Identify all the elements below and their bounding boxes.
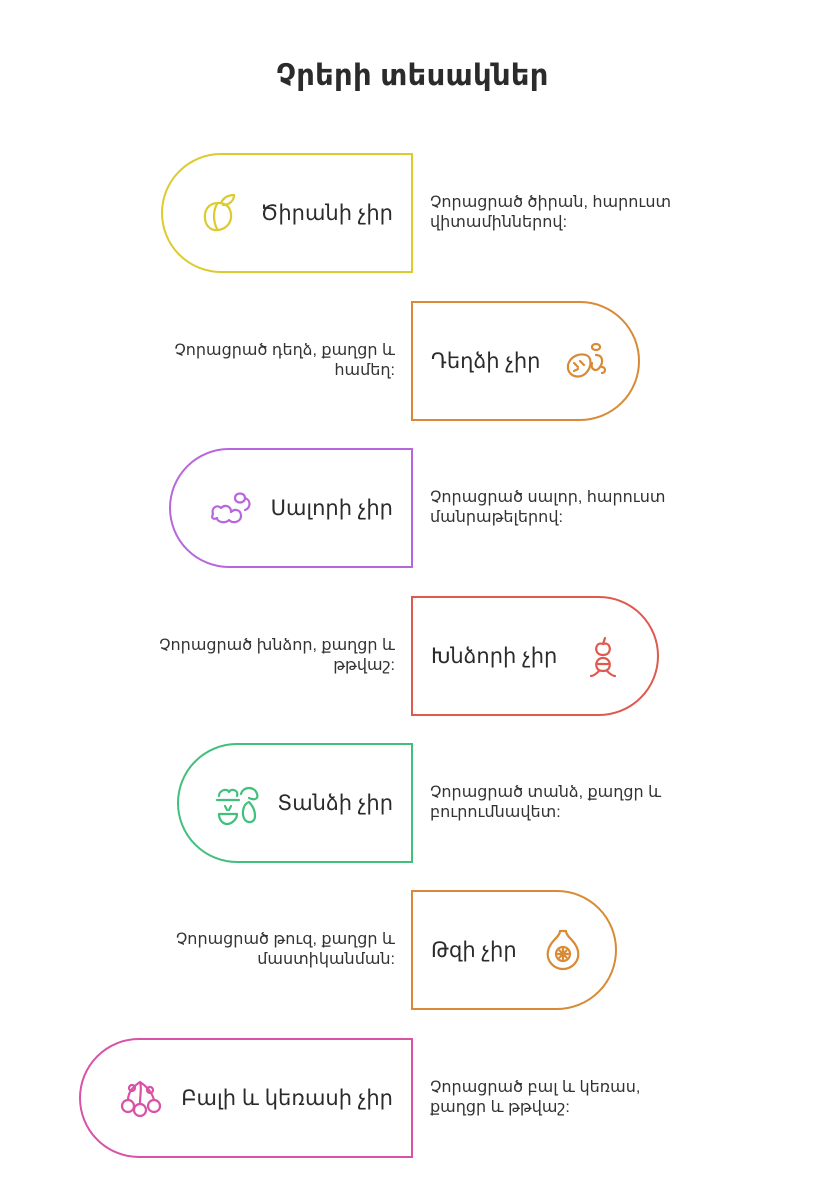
item-label: Սալորի չիր xyxy=(270,496,393,520)
item-apple-pill: Խնձորի չիր xyxy=(411,596,659,716)
item-description: Չորացրած խնձոր, քաղցր և թթվաշ: xyxy=(159,637,395,674)
item-peach-pill: Դեղձի չիր xyxy=(411,301,640,421)
item-description: Չորացրած թուզ, քաղցր և մաստիկանման: xyxy=(175,931,395,968)
item-label: Թզի չիր xyxy=(431,938,517,962)
item-description: Չորացրած բալ և կեռաս, քաղցր և թթվաշ: xyxy=(430,1079,641,1116)
item-plum-pill: Սալորի չիր xyxy=(169,448,413,568)
item-label: Բալի և կեռասի չիր xyxy=(181,1086,393,1110)
cherry-icon xyxy=(117,1074,165,1122)
item-label: Տանձի չիր xyxy=(277,791,393,815)
item-description: Չորացրած դեղձ, քաղցր և համեղ: xyxy=(174,342,395,379)
item-label: Ծիրանի չիր xyxy=(260,201,393,225)
item-apricot-pill: Ծիրանի չիր xyxy=(161,153,413,273)
item-label: Դեղձի չիր xyxy=(431,349,541,373)
page-title: Չրերի տեսակներ xyxy=(276,60,549,92)
item-pear-pill: Տանձի չիր xyxy=(177,743,413,863)
apricot-icon xyxy=(196,189,244,237)
item-description: Չորացրած սալոր, հարուստ մանրաթելերով: xyxy=(430,489,666,526)
apple-icon xyxy=(579,632,627,680)
peach-icon xyxy=(562,337,610,385)
plum-icon xyxy=(207,484,255,532)
item-cherry-pill: Բալի և կեռասի չիր xyxy=(79,1038,413,1158)
pear-icon xyxy=(213,779,261,827)
fig-icon xyxy=(539,926,587,974)
item-fig-pill: Թզի չիր xyxy=(411,890,617,1010)
item-description: Չորացրած ծիրան, հարուստ վիտամիններով: xyxy=(430,194,672,231)
item-label: Խնձորի չիր xyxy=(431,644,558,668)
item-description: Չորացրած տանձ, քաղցր և բուրումնավետ: xyxy=(430,784,662,821)
